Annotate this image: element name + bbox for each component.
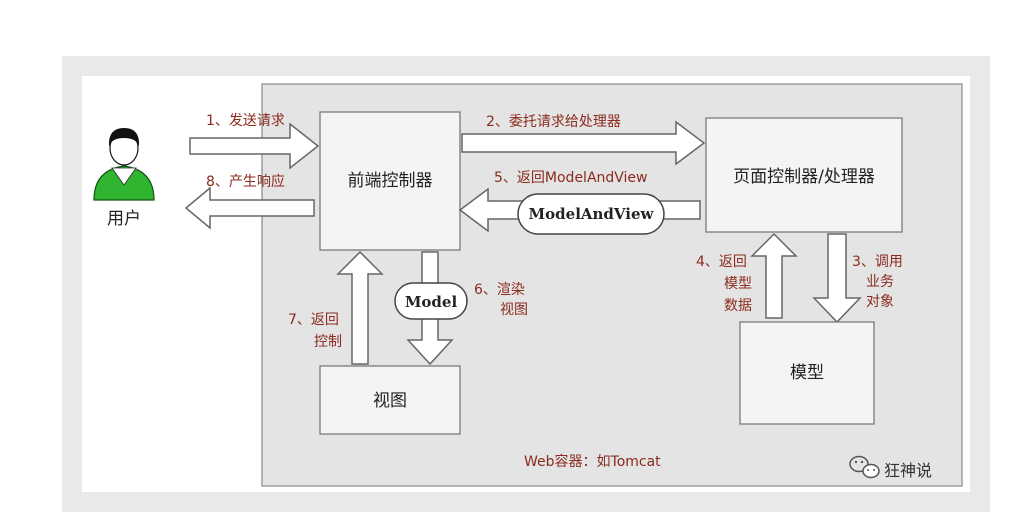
view-box xyxy=(319,365,461,435)
step-3-line1: 3、调用 xyxy=(852,254,903,270)
front-controller-label: 前端控制器 xyxy=(348,171,433,191)
step-4-line2: 模型 xyxy=(724,276,752,292)
step-7-line1: 7、返回 xyxy=(288,312,339,328)
step-5-label: 5、返回ModelAndView xyxy=(494,170,648,186)
model-box xyxy=(739,321,875,425)
step-4-line1: 4、返回 xyxy=(696,254,747,270)
arrow-call-business-object xyxy=(812,233,862,324)
user-icon xyxy=(93,128,155,201)
arrow-return-control xyxy=(336,250,384,365)
front-controller-box xyxy=(319,111,461,251)
page-controller-box xyxy=(705,117,903,233)
step-3-line3: 对象 xyxy=(866,294,894,310)
modelandview-oval xyxy=(517,193,665,235)
user-label: 用户 xyxy=(107,209,141,229)
model-oval xyxy=(394,282,468,320)
step-6-line1: 6、渲染 xyxy=(474,282,525,298)
step-2-label: 2、委托请求给处理器 xyxy=(486,114,621,130)
wechat-icon xyxy=(849,455,880,479)
step-1-label: 1、发送请求 xyxy=(206,113,285,129)
arrow-delegate-request xyxy=(461,120,706,166)
view-label: 视图 xyxy=(373,391,407,411)
arrow-return-model-data xyxy=(750,232,798,319)
model-label: 模型 xyxy=(790,363,824,383)
step-3-line2: 业务 xyxy=(866,274,894,290)
container-label: Web容器：如Tomcat xyxy=(524,453,661,470)
step-8-label: 8、产生响应 xyxy=(206,173,285,190)
watermark-text: 狂神说 xyxy=(884,461,932,480)
arrow-send-request xyxy=(189,122,320,170)
modelandview-label: ModelAndView xyxy=(529,205,655,223)
step-7-line2: 控制 xyxy=(314,334,342,350)
page-controller-label: 页面控制器/处理器 xyxy=(733,167,875,187)
step-6-line2: 视图 xyxy=(500,302,528,318)
arrow-produce-response xyxy=(184,186,315,230)
model-oval-label: Model xyxy=(405,293,458,311)
step-4-line3: 数据 xyxy=(724,298,752,314)
